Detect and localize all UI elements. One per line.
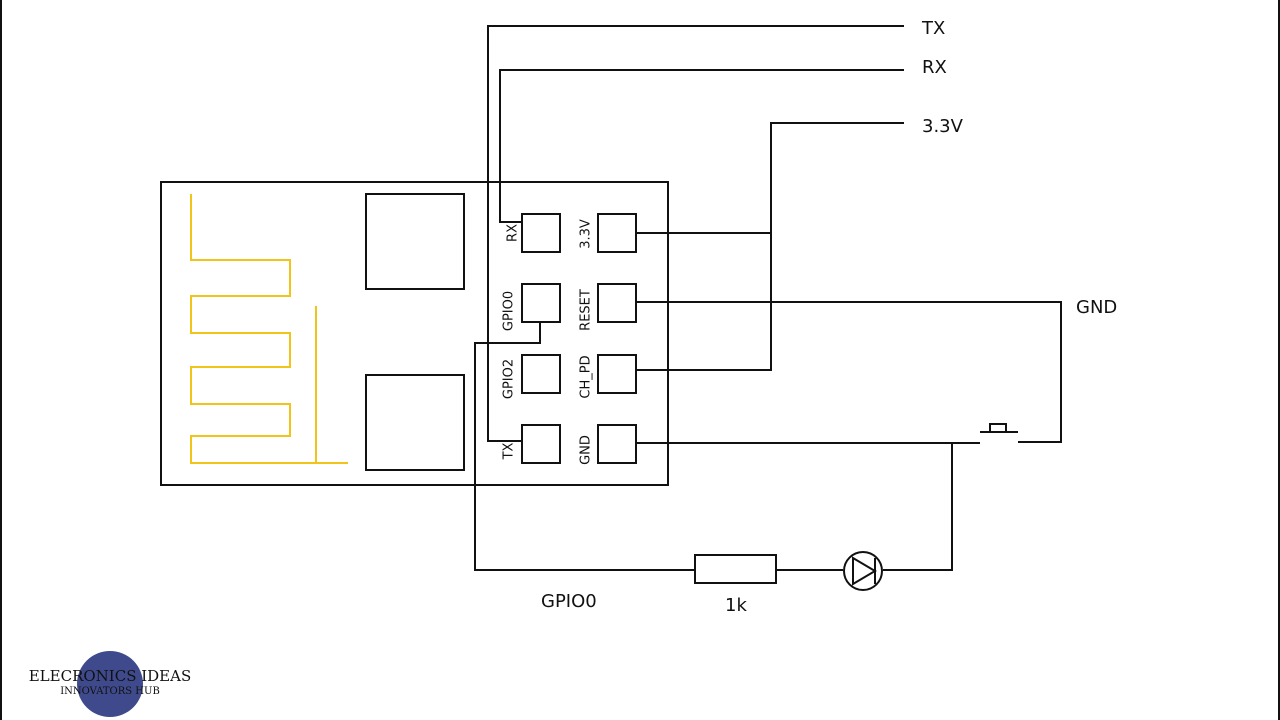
label-gpio0: GPIO0	[541, 591, 597, 612]
label-rx: RX	[922, 57, 947, 78]
brand-logo: ELECRONICS IDEAS INNOVATORS HUB	[29, 651, 192, 717]
label-resistor: 1k	[725, 595, 747, 616]
logo-title: ELECRONICS IDEAS	[29, 667, 192, 685]
pad-gpio2	[521, 354, 561, 394]
wire-gpio0	[474, 322, 695, 571]
logo-circle	[77, 651, 143, 717]
pcb-antenna	[190, 194, 348, 464]
wire-reset-gnd	[636, 301, 1062, 443]
wire-3v3	[636, 122, 904, 371]
pin-label-gnd: GND	[579, 435, 594, 465]
pin-label-reset: RESET	[579, 289, 594, 331]
pad-gpio0	[521, 283, 561, 323]
pin-label-ch-pd: CH_PD	[579, 355, 594, 398]
label-3v3: 3.3V	[922, 116, 964, 137]
label-tx: TX	[921, 18, 945, 39]
led-icon	[843, 551, 883, 591]
resistor-1k	[694, 554, 777, 584]
pad-ch-pd	[597, 354, 637, 394]
pin-label-gpio0: GPIO0	[502, 291, 517, 331]
pin-label-gpio2: GPIO2	[502, 359, 517, 399]
chip-bottom	[365, 374, 465, 471]
pad-3v3	[597, 213, 637, 253]
wire-tx	[487, 25, 904, 442]
pin-label-tx: TX	[502, 442, 517, 460]
pad-gnd	[597, 424, 637, 464]
chip-top	[365, 193, 465, 290]
pin-label-3v3: 3.3V	[579, 219, 594, 249]
label-gnd: GND	[1076, 297, 1117, 318]
pad-reset	[597, 283, 637, 323]
wire-led-gnd	[883, 443, 953, 571]
wire-rx	[499, 69, 904, 223]
push-button	[980, 423, 1018, 433]
pad-rx	[521, 213, 561, 253]
logo-subtitle: INNOVATORS HUB	[60, 686, 160, 697]
pad-tx	[521, 424, 561, 464]
esp-module-board	[160, 181, 669, 486]
pin-label-rx: RX	[506, 224, 521, 242]
